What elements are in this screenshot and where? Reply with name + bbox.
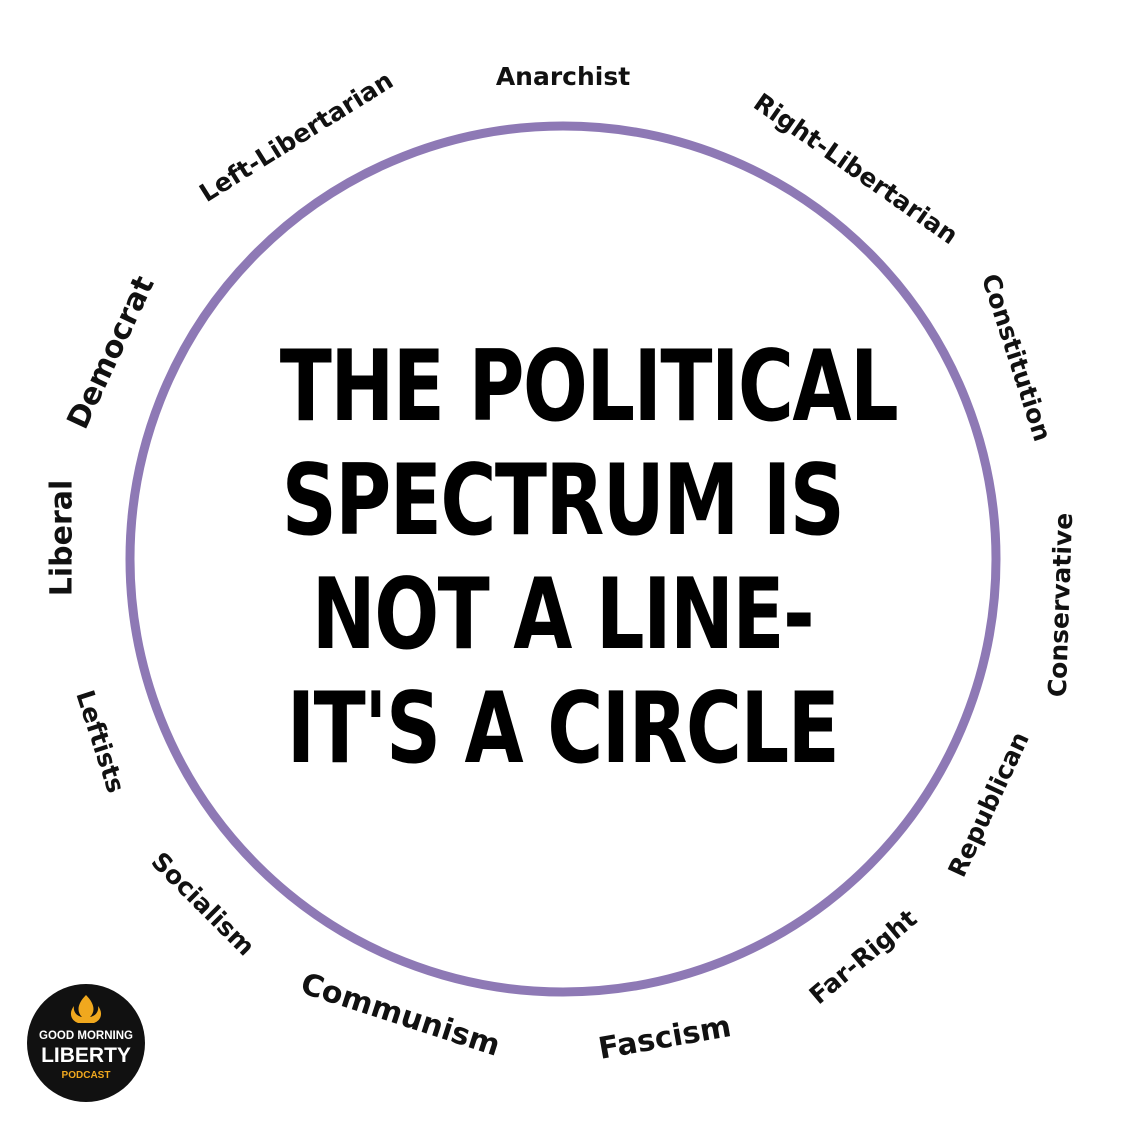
label-left-libertarian: Left-Libertarian [194, 66, 398, 208]
torch-flame-icon [70, 995, 102, 1023]
label-democrat: Democrat [61, 271, 162, 435]
label-conservative: Conservative [1043, 512, 1078, 697]
label-anarchist: Anarchist [496, 62, 630, 91]
label-liberal: Liberal [45, 480, 80, 597]
headline-line: SPECTRUM IS [281, 444, 845, 558]
podcast-logo: GOOD MORNING LIBERTY PODCAST [27, 984, 145, 1102]
headline: THE POLITICAL SPECTRUM IS NOT A LINE- IT… [279, 330, 899, 786]
logo-line-2: LIBERTY [41, 1044, 131, 1067]
label-fascism: Fascism [596, 1009, 734, 1067]
label-leftists: Leftists [70, 687, 130, 797]
label-right-libertarian: Right-Libertarian [748, 88, 963, 251]
label-far-right: Far-Right [804, 904, 923, 1010]
spectrum-ring [125, 121, 1001, 997]
logo-line-3: PODCAST [62, 1070, 111, 1081]
label-constitution: Constitution [976, 270, 1057, 444]
headline-line: NOT A LINE- [311, 558, 815, 672]
logo-line-1: GOOD MORNING [39, 1030, 133, 1042]
headline-line: IT'S A CIRCLE [286, 672, 840, 786]
label-socialism: Socialism [146, 846, 261, 961]
logo-badge [27, 984, 145, 1102]
headline-line: THE POLITICAL [279, 330, 899, 444]
